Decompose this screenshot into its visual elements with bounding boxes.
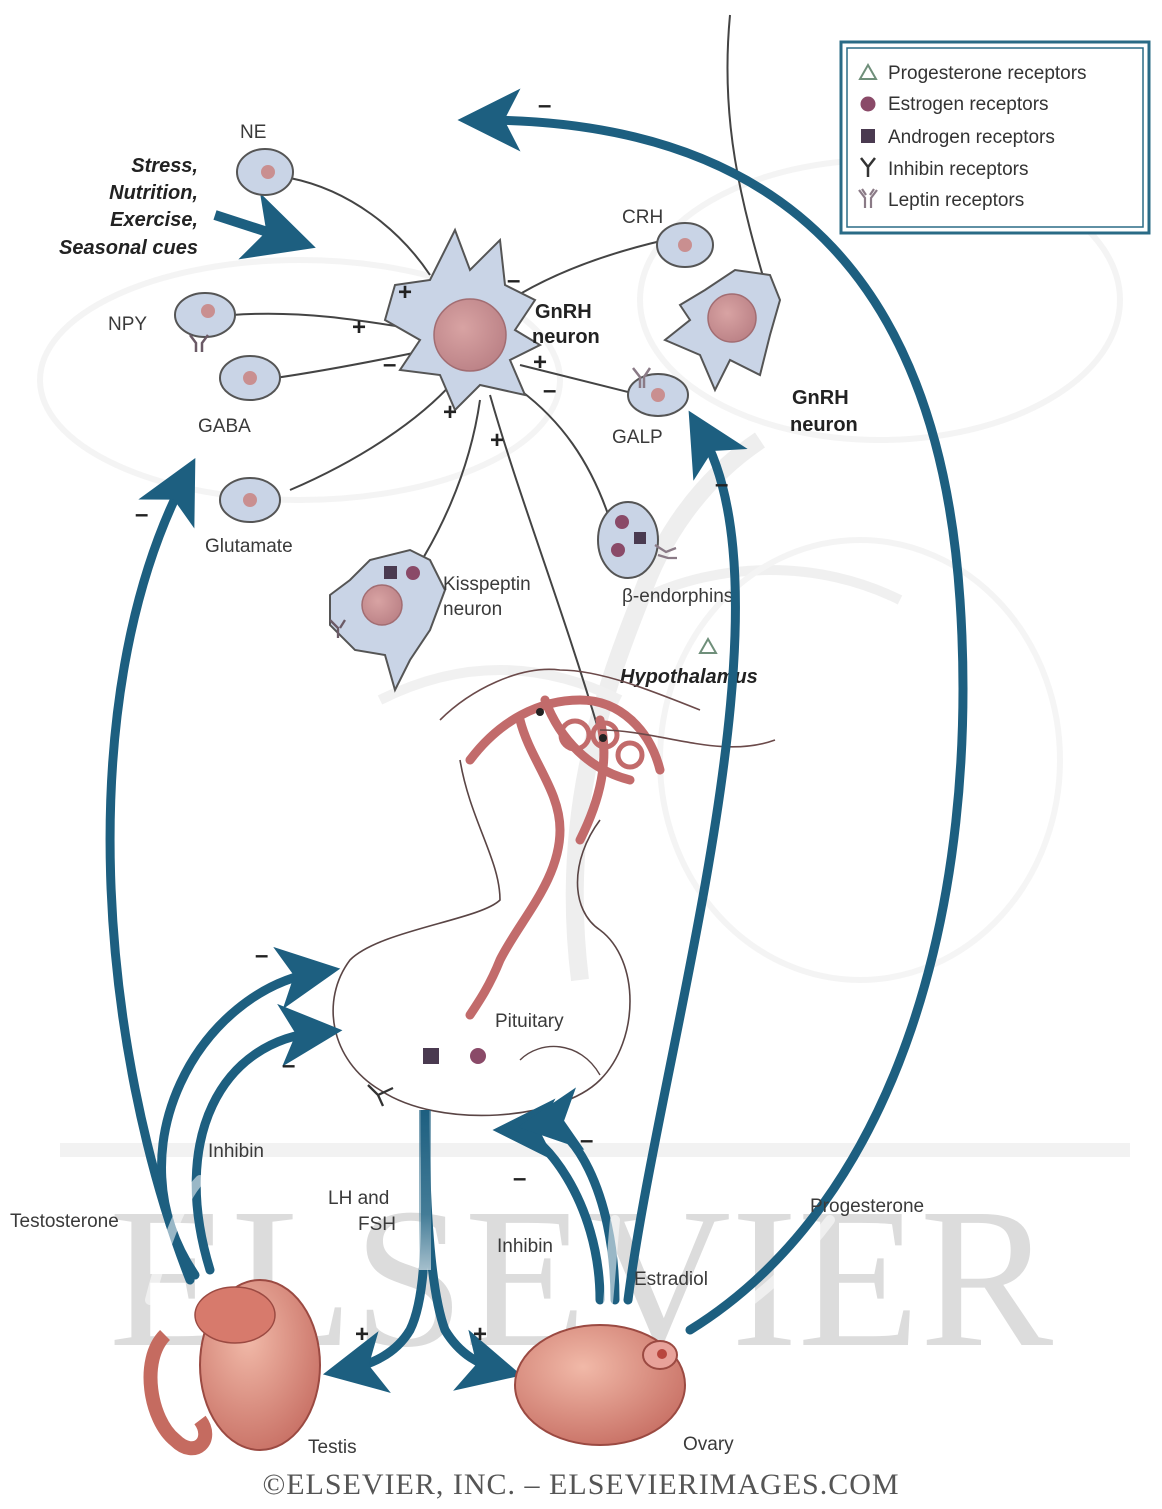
gaba-neuron: GABA <box>198 356 280 437</box>
testosterone-to-hypothalamus-arrow <box>110 478 190 1280</box>
gnrh-neuron-label-line1: GnRH <box>535 301 592 323</box>
plus-sign: + <box>355 1321 369 1348</box>
input-label-nutrition: Nutrition, <box>109 182 198 204</box>
ne-label: NE <box>240 122 266 143</box>
minus-sign: – <box>513 1165 526 1192</box>
ne-neuron: NE <box>237 122 293 195</box>
legend-label-estrogen: Estrogen receptors <box>888 94 1049 115</box>
progesterone-label: Progesterone <box>810 1196 924 1217</box>
minus-sign: – <box>507 267 520 294</box>
pituitary-label: Pituitary <box>495 1011 564 1032</box>
npy-neuron: NPY <box>108 293 235 352</box>
plus-sign: + <box>443 399 457 426</box>
minus-sign: – <box>543 377 556 404</box>
testis-label: Testis <box>308 1437 357 1458</box>
plus-sign: + <box>352 314 366 341</box>
triangle-icon <box>700 639 716 653</box>
legend-label-leptin: Leptin receptors <box>888 190 1024 211</box>
glutamate-label: Glutamate <box>205 536 293 557</box>
plus-sign: + <box>490 427 504 454</box>
gnrh-neuron-2-label-line2: neuron <box>790 414 858 436</box>
legend-label-progesterone: Progesterone receptors <box>888 63 1087 84</box>
crh-neuron: CRH <box>622 207 713 267</box>
gnrh-neuron-secondary: GnRH neuron <box>665 270 858 436</box>
plus-sign: + <box>398 279 412 306</box>
kisspeptin-label-line1: Kisspeptin <box>443 574 531 595</box>
minus-sign: – <box>135 501 148 528</box>
estradiol-label: Estradiol <box>634 1269 708 1290</box>
minus-sign: – <box>538 92 551 119</box>
legend-label-androgen: Androgen receptors <box>888 127 1055 148</box>
galp-neuron: GALP <box>612 368 688 448</box>
minus-sign: – <box>580 1127 593 1154</box>
legend: Progesterone receptors Estrogen receptor… <box>841 42 1149 233</box>
gnrh-neuron-label-line2: neuron <box>532 326 600 348</box>
minus-sign: – <box>282 1052 295 1079</box>
gaba-label: GABA <box>198 416 251 437</box>
galp-label: GALP <box>612 427 663 448</box>
kisspeptin-label-line2: neuron <box>443 599 502 620</box>
inhibin-female-label: Inhibin <box>497 1236 553 1257</box>
input-label-seasonal: Seasonal cues <box>59 237 198 259</box>
minus-sign: – <box>255 942 268 969</box>
portal-vessels <box>470 700 660 1015</box>
square-icon <box>423 1048 439 1064</box>
copyright-text: ©ELSEVIER, INC. – ELSEVIERIMAGES.COM <box>262 1468 899 1501</box>
lh-fsh-label-line1: LH and <box>328 1188 389 1209</box>
testosterone-label: Testosterone <box>10 1211 119 1232</box>
ovary-label: Ovary <box>683 1434 734 1455</box>
circle-icon <box>861 97 876 112</box>
minus-sign: – <box>383 351 396 378</box>
inhibin-male-label: Inhibin <box>208 1141 264 1162</box>
square-icon <box>861 129 875 143</box>
legend-label-inhibin: Inhibin receptors <box>888 159 1028 180</box>
plus-sign: + <box>533 349 547 376</box>
input-arrow <box>215 215 292 240</box>
gnrh-nucleus <box>434 299 506 371</box>
glutamate-neuron: Glutamate <box>205 478 293 557</box>
circle-icon <box>470 1048 486 1064</box>
plus-sign: + <box>473 1321 487 1348</box>
axon-terminal <box>599 734 607 742</box>
lh-fsh-label-line2: FSH <box>358 1214 396 1235</box>
axon-terminal <box>536 708 544 716</box>
input-label-stress: Stress, <box>131 155 198 177</box>
endorphins-label: β-endorphins <box>622 586 733 607</box>
input-label-exercise: Exercise, <box>110 209 198 231</box>
minus-sign: – <box>715 471 728 498</box>
npy-label: NPY <box>108 314 147 335</box>
crh-label: CRH <box>622 207 663 228</box>
gnrh-neuron-2-label-line1: GnRH <box>792 387 849 409</box>
